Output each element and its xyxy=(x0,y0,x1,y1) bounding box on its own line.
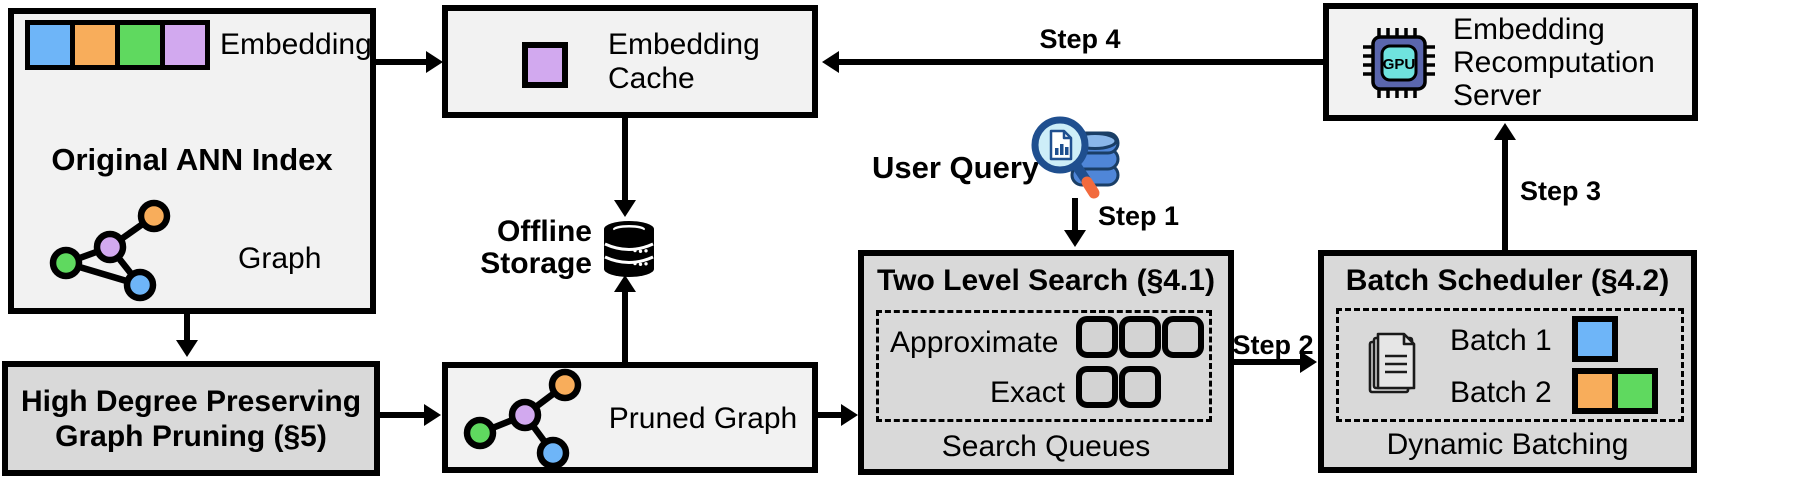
cached-embedding-icon xyxy=(522,42,568,88)
graph-label: Graph xyxy=(238,242,322,275)
pruned-graph-icon xyxy=(463,368,582,470)
color-square xyxy=(1572,316,1618,362)
batch-scheduler-box: Batch Scheduler (§4.2) Batch 1 Batch 2 D… xyxy=(1318,250,1697,473)
color-square xyxy=(75,25,115,65)
embedding-cache-box: Embedding Cache xyxy=(442,5,818,118)
graph-pruning-box: High Degree Preserving Graph Pruning (§5… xyxy=(2,361,380,476)
approximate-queue-icons xyxy=(1076,316,1204,358)
color-square xyxy=(1572,368,1618,414)
server-title-line2: Recomputation xyxy=(1453,46,1655,79)
user-query-label: User Query xyxy=(872,150,1040,185)
embedding-cache-title: Embedding Cache xyxy=(608,28,760,96)
graph-pruning-title-line1: High Degree Preserving xyxy=(20,384,362,418)
server-title-line1: Embedding xyxy=(1453,13,1605,46)
embedding-label: Embedding xyxy=(220,28,372,61)
recomputation-server-title: Embedding Recomputation Server xyxy=(1453,13,1655,112)
batch1-label: Batch 1 xyxy=(1450,324,1552,357)
gpu-chip-label: GPU xyxy=(1383,56,1416,73)
queue-slot xyxy=(1162,316,1204,358)
two-level-search-title: Two Level Search (§4.1) xyxy=(877,264,1215,297)
magnifier-database-icon xyxy=(1031,116,1120,199)
database-icon xyxy=(604,221,654,277)
offline-storage-line1: Offline xyxy=(497,215,592,248)
embedding-cache-line2: Cache xyxy=(608,62,695,95)
color-square xyxy=(165,25,205,65)
color-square xyxy=(30,25,70,65)
exact-label: Exact xyxy=(990,376,1066,409)
step1-label: Step 1 xyxy=(1098,201,1180,231)
embedding-cache-line1: Embedding xyxy=(608,28,760,61)
search-queues-label: Search Queues xyxy=(941,430,1151,463)
step3-label: Step 3 xyxy=(1520,176,1602,206)
queue-slot xyxy=(1119,366,1161,408)
batch2-embedding-icons xyxy=(1572,368,1658,414)
graph-icon xyxy=(49,199,171,302)
pruned-graph-label: Pruned Graph xyxy=(608,402,798,435)
search-queues-dashed-area xyxy=(876,310,1212,422)
offline-storage-line2: Storage xyxy=(480,247,592,280)
gpu-chip-icon: GPU xyxy=(1363,28,1435,98)
step4-label: Step 4 xyxy=(1039,24,1121,54)
color-square xyxy=(1612,368,1658,414)
queue-slot xyxy=(1119,316,1161,358)
queue-slot xyxy=(1076,366,1118,408)
color-square xyxy=(120,25,160,65)
color-square xyxy=(522,42,568,88)
dynamic-batching-dashed-area xyxy=(1336,308,1684,422)
batch1-embedding-icons xyxy=(1572,316,1618,362)
graph-pruning-title-line2: Graph Pruning (§5) xyxy=(55,419,327,453)
documents-icon xyxy=(1368,332,1416,394)
dynamic-batching-label: Dynamic Batching xyxy=(1386,428,1629,461)
approximate-label: Approximate xyxy=(890,326,1059,359)
offline-storage-label: Offline Storage xyxy=(440,216,592,280)
queue-slot xyxy=(1076,316,1118,358)
embedding-vector-icon xyxy=(25,20,210,70)
original-ann-index-title: Original ANN Index xyxy=(51,142,333,177)
step2-label: Step 2 xyxy=(1232,330,1314,360)
pruned-graph-box: Pruned Graph xyxy=(442,362,818,473)
server-title-line3: Server xyxy=(1453,79,1542,112)
original-ann-index-box: Embedding Original ANN Index Graph xyxy=(8,8,376,314)
batch-scheduler-title: Batch Scheduler (§4.2) xyxy=(1345,264,1670,297)
exact-queue-icons xyxy=(1076,366,1161,408)
batch2-label: Batch 2 xyxy=(1450,376,1552,409)
two-level-search-box: Two Level Search (§4.1) Approximate Exac… xyxy=(858,250,1234,475)
recomputation-server-box: GPU Embedding Recomputation Server xyxy=(1323,3,1698,121)
